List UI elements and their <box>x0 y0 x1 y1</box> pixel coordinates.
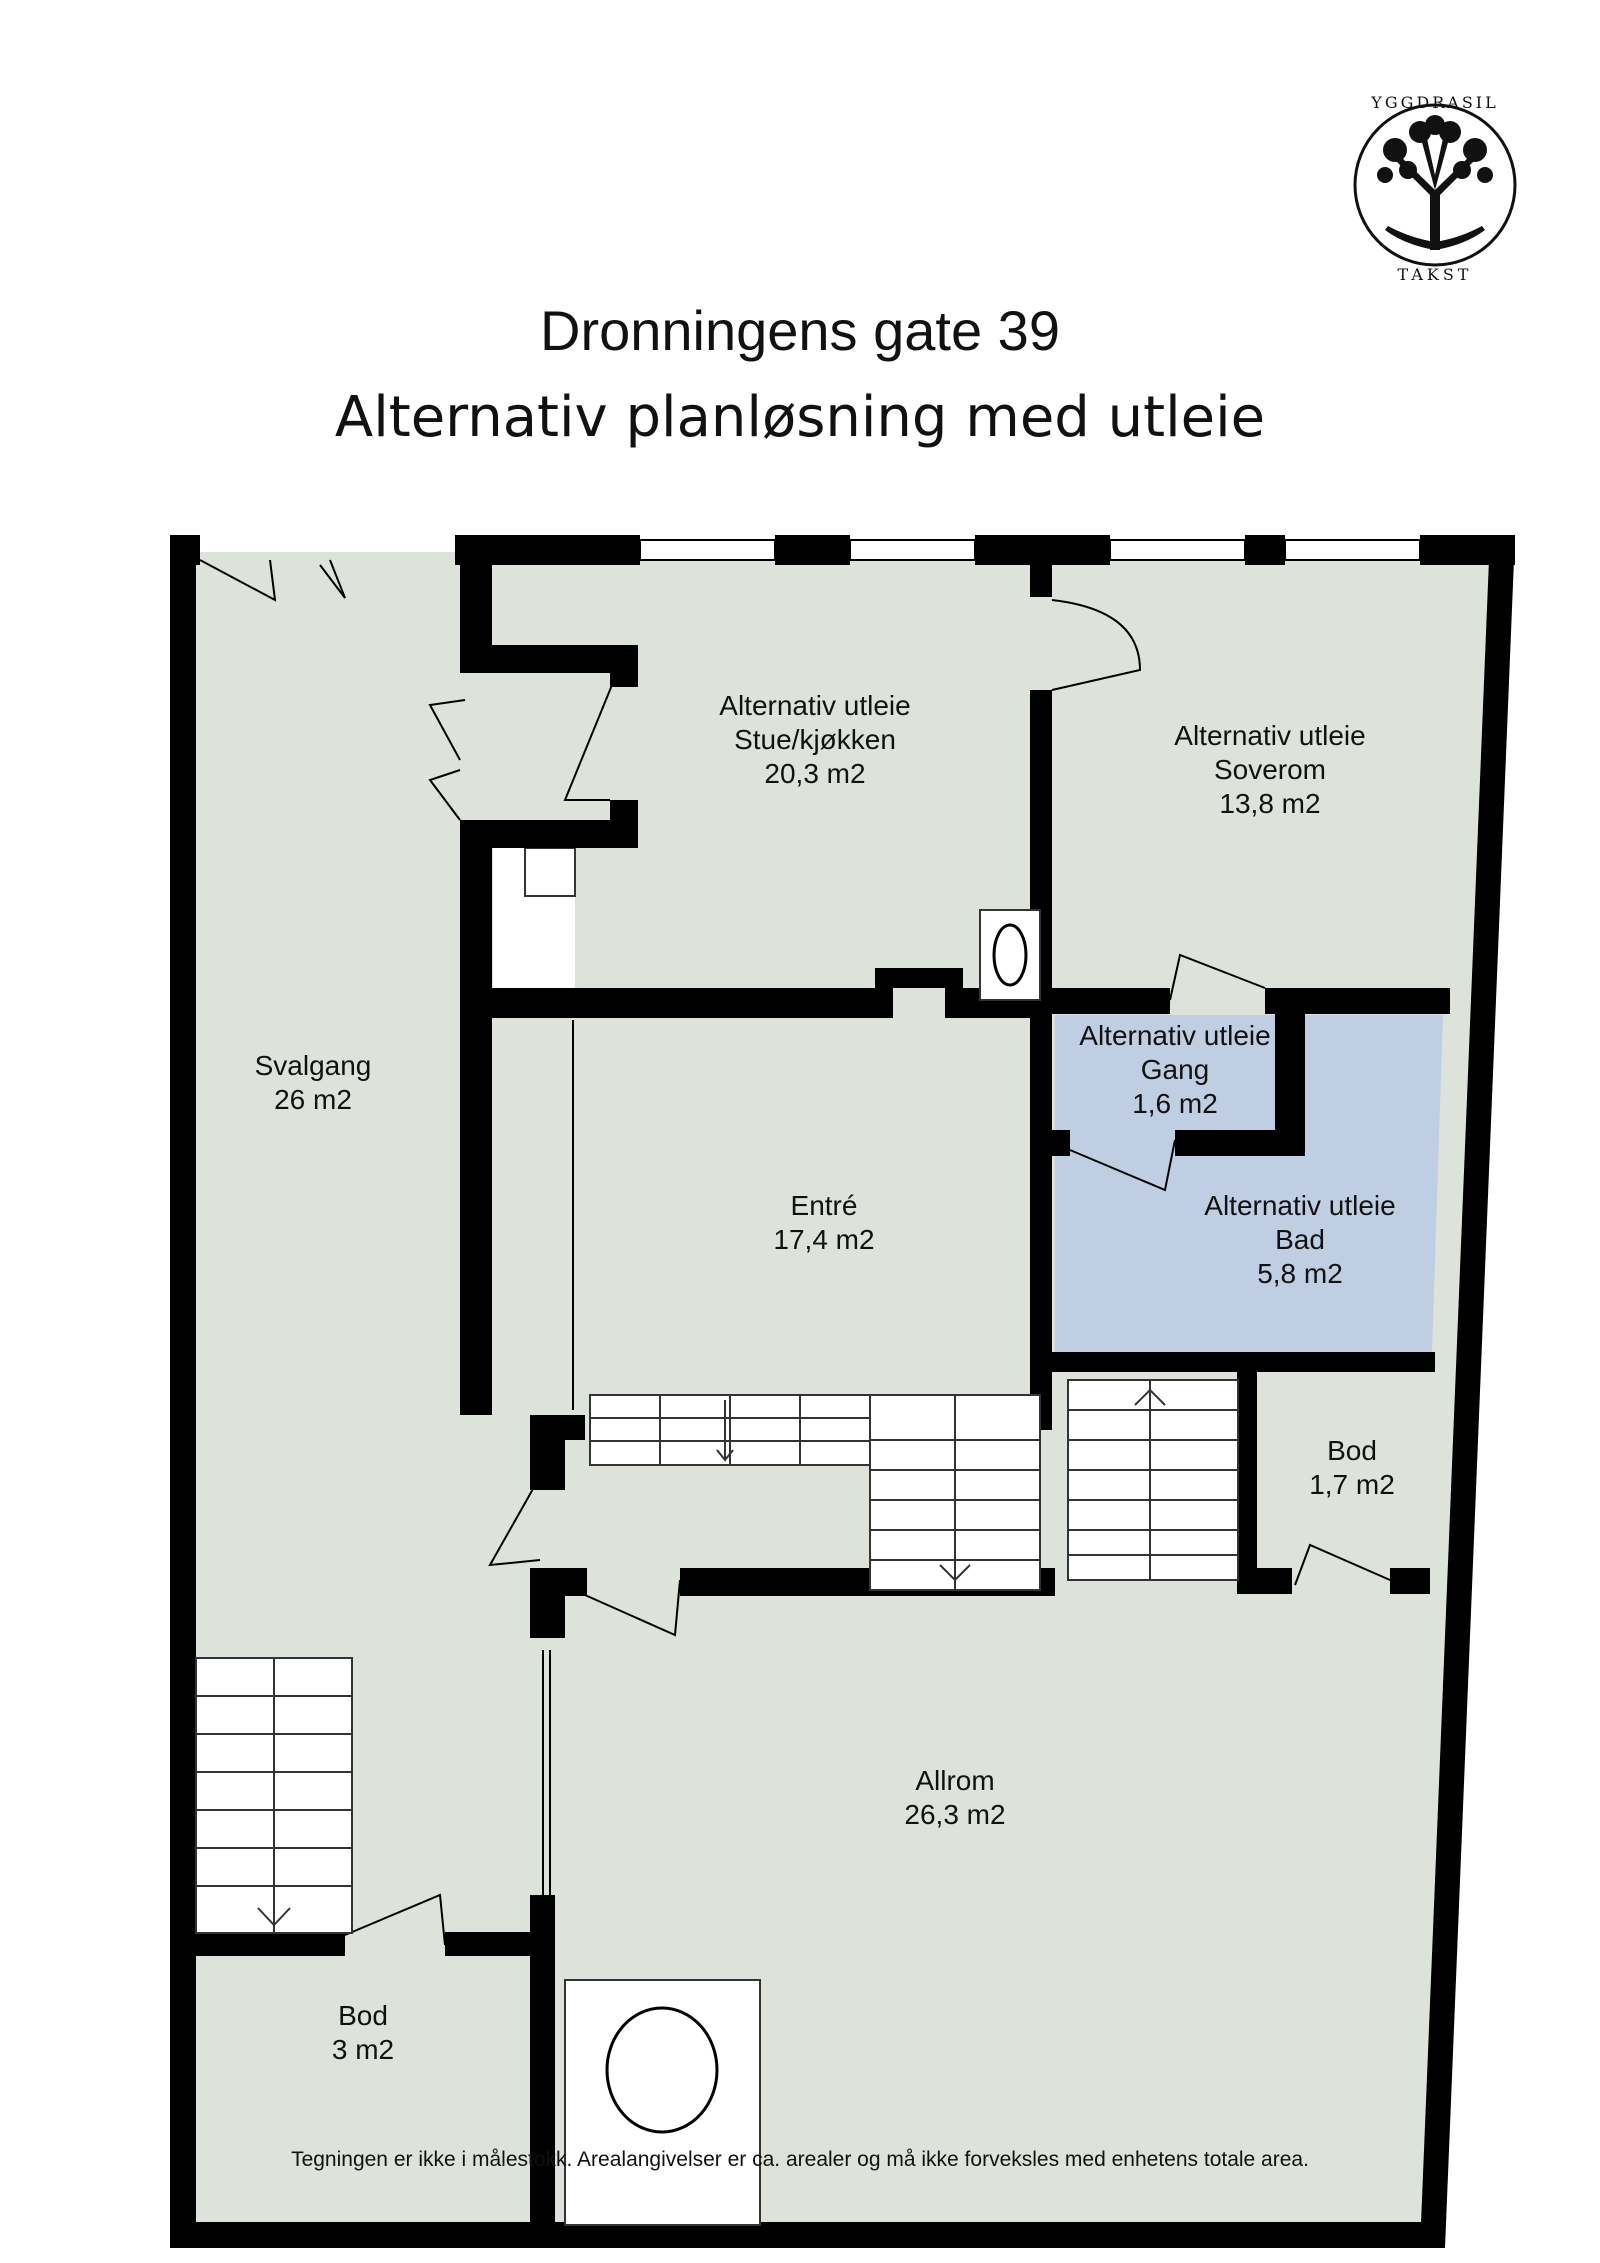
room-label-line: Alternativ utleie <box>1204 1190 1395 1221</box>
logo-bottom-text: TAKST <box>1398 265 1473 284</box>
fireplace-box <box>564 1979 761 2226</box>
tree-icon <box>1377 115 1493 250</box>
room-label-line: 13,8 m2 <box>1219 788 1320 819</box>
bathroom-floor <box>1055 1015 1443 1352</box>
room-label-line: 5,8 m2 <box>1257 1258 1343 1289</box>
room-label-line: Bod <box>1327 1435 1377 1466</box>
room-label-line: 1,7 m2 <box>1309 1469 1395 1500</box>
stair-arrows <box>257 1388 1166 1927</box>
disclaimer-footer: Tegningen er ikke i målestokk. Arealangi… <box>291 2148 1309 2171</box>
windows <box>639 539 1421 561</box>
room-label-line: Svalgang <box>255 1050 372 1081</box>
room-label-line: Bad <box>1275 1224 1325 1255</box>
room-label-line: Entré <box>791 1190 858 1221</box>
room-label-line: Gang <box>1141 1054 1210 1085</box>
yggdrasil-takst-logo: YGGDRASIL TAKST <box>1353 93 1517 284</box>
room-label-line: Bod <box>338 2000 388 2031</box>
page-title: Dronningens gate 39 <box>540 299 1060 362</box>
room-label-line: Soverom <box>1214 754 1326 785</box>
stair-allrom <box>1067 1379 1239 1581</box>
fireplace-circle <box>605 2006 719 2134</box>
room-label-line: Alternativ utleie <box>1174 720 1365 751</box>
walls <box>170 535 1515 2248</box>
chimney-circle <box>992 923 1028 987</box>
room-label-line: 3 m2 <box>332 2034 394 2065</box>
logo-ring <box>1353 103 1517 267</box>
doors <box>199 559 1391 1946</box>
room-label-line: 20,3 m2 <box>764 758 865 789</box>
room-label-line: 1,6 m2 <box>1132 1088 1218 1119</box>
floor-fills <box>185 552 1500 2232</box>
room-label-line: 26 m2 <box>274 1084 352 1115</box>
room-label-line: Alternativ utleie <box>1079 1020 1270 1051</box>
page-subtitle: Alternativ planløsning med utleie <box>334 385 1266 450</box>
logo-top-text: YGGDRASIL <box>1370 93 1498 112</box>
room-label-line: 17,4 m2 <box>773 1224 874 1255</box>
room-label-line: 26,3 m2 <box>904 1799 1005 1830</box>
circles <box>605 923 1028 2134</box>
closet-white-2 <box>524 847 576 897</box>
room-label-line: Alternativ utleie <box>719 690 910 721</box>
room-label-line: Stue/kjøkken <box>734 724 896 755</box>
room-label-line: Allrom <box>915 1765 994 1796</box>
